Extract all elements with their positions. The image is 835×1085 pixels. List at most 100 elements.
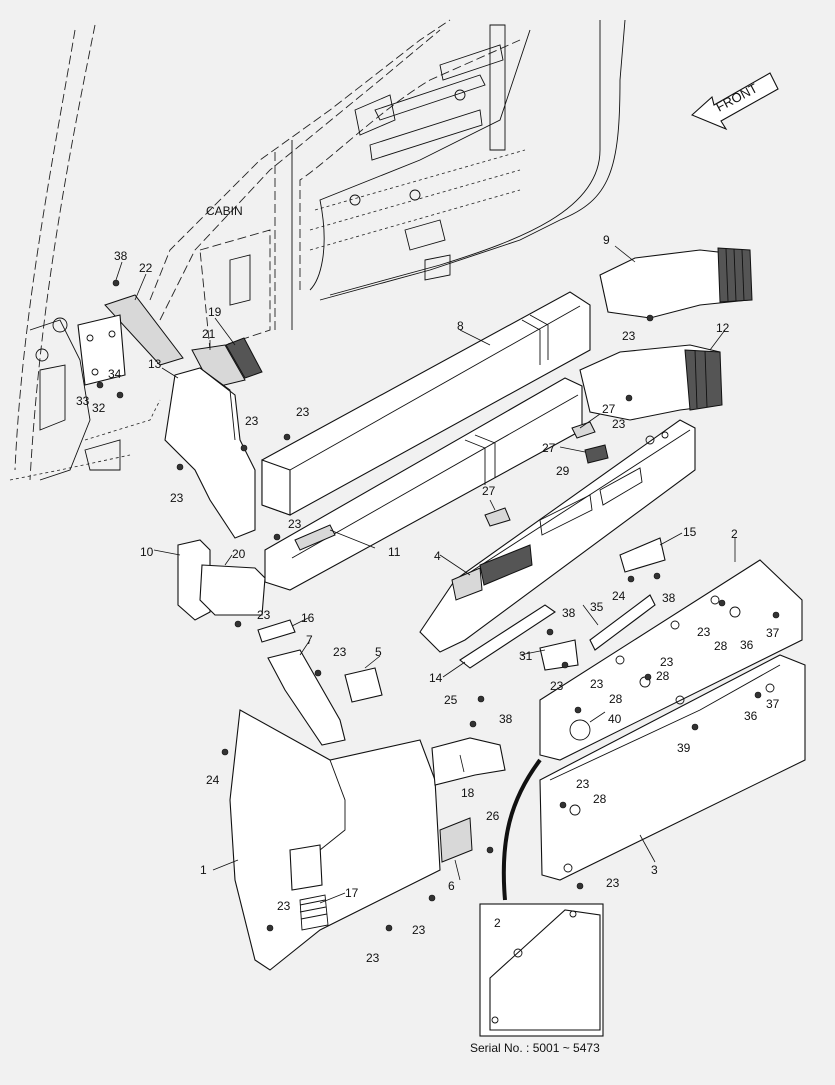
callout: 33	[76, 394, 90, 408]
callout: 23	[366, 951, 380, 965]
callout: 37	[766, 626, 780, 640]
part-4-console	[419, 419, 696, 653]
callout: 25	[444, 693, 458, 707]
callout: 11	[388, 545, 401, 559]
callout: 12	[716, 321, 730, 335]
part-14-bracket	[459, 604, 556, 669]
callout: 7	[306, 633, 313, 647]
callout: 23	[606, 876, 620, 890]
callout: 9	[603, 233, 610, 247]
callout: 10	[140, 545, 154, 559]
callout: 4	[434, 549, 441, 563]
callout: 38	[499, 712, 513, 726]
callout: 34	[108, 367, 122, 381]
part-8-duct	[261, 291, 591, 516]
leader-lines	[115, 245, 736, 904]
callout: 2	[731, 527, 738, 541]
callout: 23	[576, 777, 590, 791]
part-18-bracket	[431, 737, 506, 786]
callout-labels: 38 22 19 21 13 34 33 32 23 23 23 9 8 23 …	[76, 233, 780, 965]
part-15-bracket	[619, 537, 666, 573]
callout: 23	[288, 517, 302, 531]
part-5	[344, 667, 383, 703]
callout: 8	[457, 319, 464, 333]
part-12-duct	[579, 344, 723, 421]
callout: 23	[612, 417, 626, 431]
callout: 23	[277, 899, 291, 913]
callout: 20	[232, 547, 246, 561]
part-29	[584, 444, 609, 464]
part-20-connector	[199, 564, 266, 616]
callout: 17	[345, 886, 359, 900]
callout: 23	[697, 625, 711, 639]
part-9-duct	[599, 247, 753, 319]
detail-inset: Serial No. : 5001 ~ 5473	[470, 903, 604, 1055]
part-3-panel	[539, 654, 806, 881]
callout: 21	[202, 327, 216, 341]
part-35-bracket	[589, 594, 656, 651]
callout: 28	[609, 692, 623, 706]
callout: 38	[562, 606, 576, 620]
callout: 28	[714, 639, 728, 653]
callout: 36	[740, 638, 754, 652]
front-arrow: FRONT	[690, 72, 779, 131]
callout: 6	[448, 879, 455, 893]
callout: 23	[257, 608, 271, 622]
callout: 23	[245, 414, 259, 428]
callout: 23	[412, 923, 426, 937]
callout: 5	[375, 645, 382, 659]
cabin-frame	[9, 19, 626, 481]
part-1-housing	[229, 709, 441, 971]
part-13-duct	[164, 367, 256, 539]
callout: 36	[744, 709, 758, 723]
callout: 38	[114, 249, 128, 263]
callout: 27	[602, 402, 616, 416]
callout: 2	[494, 916, 501, 930]
serial-number: Serial No. : 5001 ~ 5473	[470, 1041, 600, 1055]
callout: 28	[593, 792, 607, 806]
callout: 23	[660, 655, 674, 669]
callout: 24	[206, 773, 220, 787]
callout: 35	[590, 600, 604, 614]
callout: 27	[542, 441, 556, 455]
callout: 15	[683, 525, 697, 539]
part-2-panel	[539, 559, 803, 761]
callout: 16	[301, 611, 315, 625]
callout: 38	[662, 591, 676, 605]
callout: 39	[677, 741, 691, 755]
callout: 40	[608, 712, 622, 726]
callout: 32	[92, 401, 106, 415]
callout: 14	[429, 671, 443, 685]
callout: 23	[296, 405, 310, 419]
callout: 27	[482, 484, 496, 498]
part-6	[439, 817, 473, 863]
part-27-clip-b	[484, 507, 511, 527]
callout: 23	[550, 679, 564, 693]
callout: 23	[590, 677, 604, 691]
part-19	[225, 337, 263, 379]
callout: 3	[651, 863, 658, 877]
callout: 19	[208, 305, 222, 319]
part-7-bracket	[267, 649, 346, 746]
callout: 26	[486, 809, 500, 823]
part-31-bracket	[539, 639, 579, 671]
callout: 22	[139, 261, 153, 275]
callout: 23	[170, 491, 184, 505]
callout: 31	[519, 649, 533, 663]
callout: 18	[461, 786, 475, 800]
callout: 29	[556, 464, 570, 478]
part-22-plate	[77, 294, 184, 386]
callout: 1	[200, 863, 207, 877]
callout: 24	[612, 589, 626, 603]
callout: 23	[622, 329, 636, 343]
part-27-clip	[571, 421, 596, 439]
callout: 28	[656, 669, 670, 683]
fasteners	[96, 279, 780, 932]
callout: 23	[333, 645, 347, 659]
callout: 13	[148, 357, 162, 371]
callout: 37	[766, 697, 780, 711]
cabin-label: CABIN	[206, 204, 243, 218]
part-16	[257, 619, 296, 643]
